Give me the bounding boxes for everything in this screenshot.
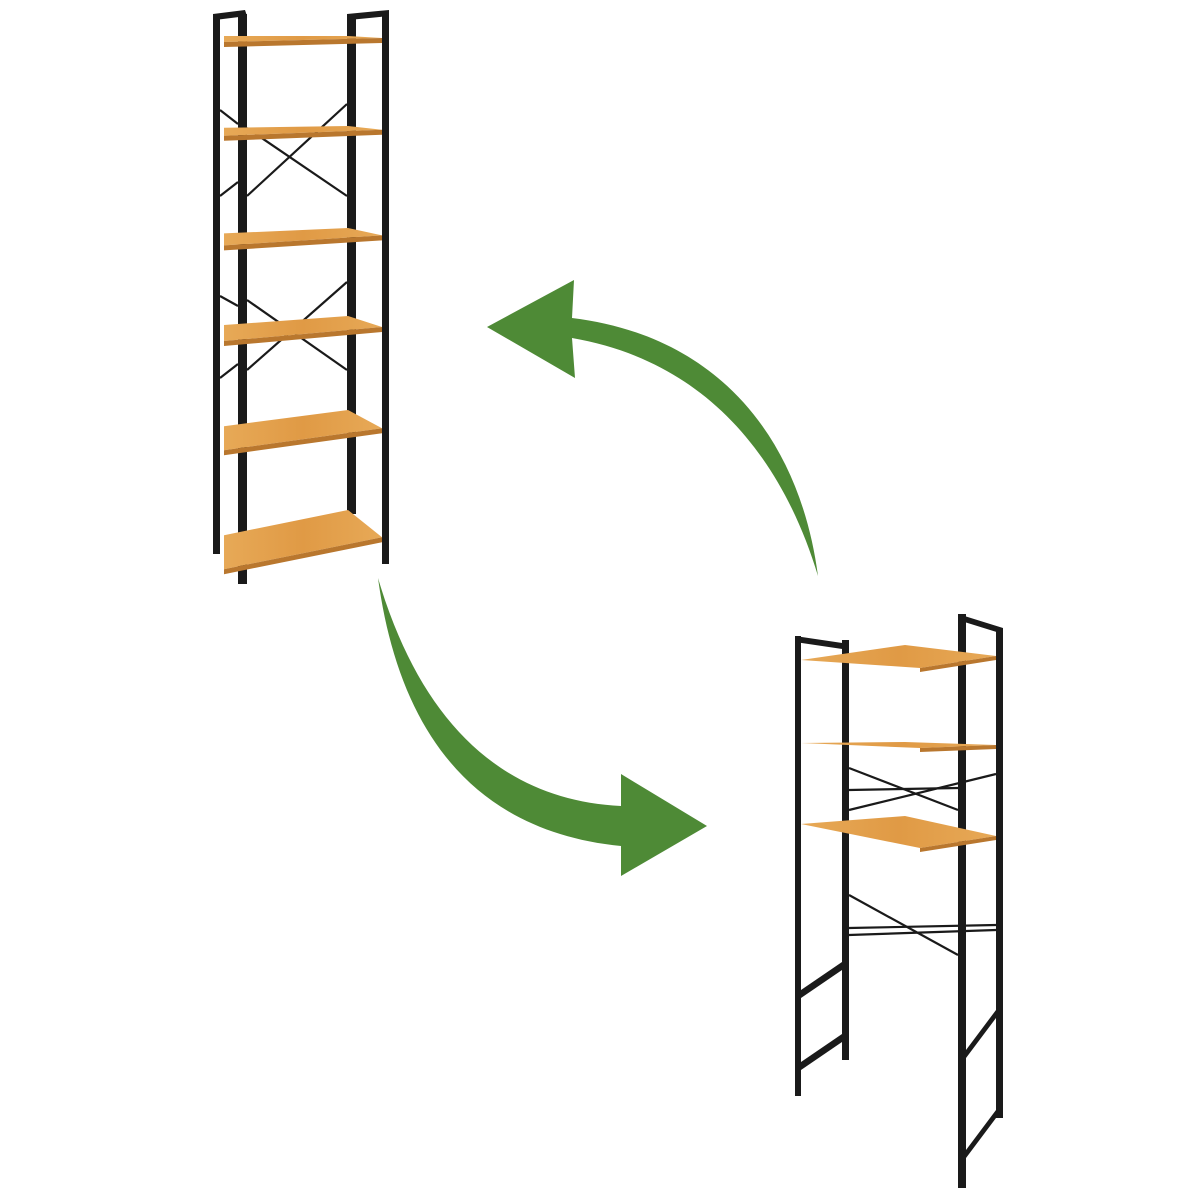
short-back-right-post bbox=[996, 628, 1003, 1118]
tall-shelf-board-3 bbox=[224, 228, 382, 246]
tall-back-right-post bbox=[382, 14, 389, 564]
short-shelf-board-2 bbox=[801, 742, 996, 748]
short-lower-right-rail-1 bbox=[966, 1010, 996, 1058]
short-shelf-board-1 bbox=[801, 645, 996, 668]
short-front-right-post bbox=[958, 614, 966, 1188]
tall-front-left-post bbox=[238, 14, 247, 584]
short-top-right-rail bbox=[958, 614, 1003, 634]
tall-shelf-board-5-edge bbox=[224, 428, 382, 456]
short-shelf-board-2-edge bbox=[920, 745, 996, 752]
short-shelf-board-3-edge bbox=[920, 836, 996, 852]
tall-shelf-board-4 bbox=[224, 316, 382, 341]
tall-back-left-post bbox=[213, 14, 220, 554]
tall-shelf-board-1-edge bbox=[224, 38, 382, 47]
tall-shelf-unit bbox=[213, 10, 389, 584]
short-lower-left-rail-1 bbox=[801, 962, 842, 998]
short-inner-left-post bbox=[842, 640, 849, 1060]
tall-shelf-board-6-edge bbox=[224, 537, 382, 575]
tall-shelf-board-5 bbox=[224, 410, 382, 451]
tall-shelf-boards bbox=[224, 36, 382, 575]
tall-top-left-rail bbox=[213, 10, 247, 20]
tall-shelf-board-1 bbox=[224, 36, 382, 42]
tall-shelf-board-3-edge bbox=[224, 235, 382, 251]
short-top-left-rail bbox=[795, 636, 849, 650]
tall-top-right-rail bbox=[347, 10, 389, 20]
short-back-left-post bbox=[795, 636, 801, 1096]
tall-shelf-board-4-edge bbox=[224, 327, 382, 346]
short-shelf-boards bbox=[801, 645, 996, 852]
short-shelf-unit bbox=[795, 614, 1003, 1188]
short-lower-right-rail-2 bbox=[966, 1110, 996, 1158]
tall-front-right-post bbox=[347, 14, 356, 514]
short-lower-left-rail-2 bbox=[801, 1034, 842, 1070]
curved-arrow-down-right-icon bbox=[378, 578, 707, 876]
short-shelf-board-1-edge bbox=[920, 656, 996, 672]
tall-shelf-board-2-edge bbox=[224, 129, 382, 141]
short-shelf-board-3 bbox=[801, 816, 996, 848]
tall-shelf-frame bbox=[213, 10, 389, 584]
conversion-arrows bbox=[378, 280, 818, 876]
tall-shelf-board-2 bbox=[224, 126, 382, 136]
curved-arrow-up-left-icon bbox=[487, 280, 818, 576]
tall-shelf-board-6 bbox=[224, 510, 382, 570]
short-shelf-frame bbox=[795, 614, 1003, 1188]
short-shelf-cross-braces bbox=[848, 766, 997, 956]
